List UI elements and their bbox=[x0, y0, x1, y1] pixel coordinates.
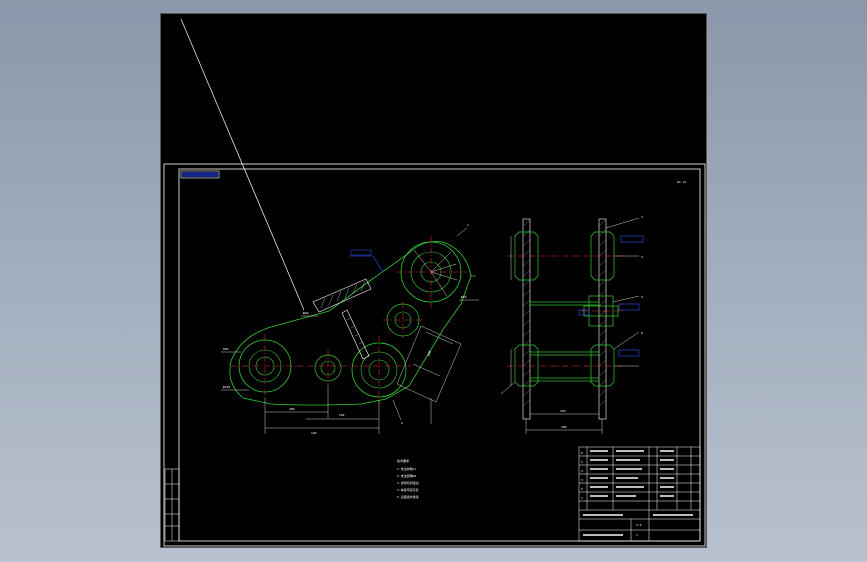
dim-text-5: 160 bbox=[339, 413, 345, 417]
callout-3: 3 bbox=[641, 215, 643, 219]
dim-text-6: φ40 bbox=[461, 295, 467, 299]
inner-frame bbox=[178, 168, 701, 542]
drawing-number-box bbox=[180, 170, 220, 179]
dim-text-4: R60 bbox=[223, 347, 229, 351]
corner-note: Ra 12 bbox=[677, 180, 686, 184]
blue-callout-front bbox=[349, 249, 384, 273]
note-5: 5.表面涂防锈漆 bbox=[397, 494, 419, 499]
row-num-2: 2 bbox=[581, 487, 583, 491]
side-view: 160 200 3 4 5 6 bbox=[500, 215, 644, 434]
row-num-3: 3 bbox=[581, 478, 583, 482]
callout-1: 1 bbox=[467, 223, 469, 227]
cad-viewport[interactable]: Ra 12 bbox=[160, 13, 707, 548]
callout-4: 4 bbox=[641, 255, 643, 259]
left-margin-table bbox=[164, 468, 180, 542]
side-dim-2: 200 bbox=[561, 425, 567, 429]
row-num-5: 5 bbox=[581, 460, 583, 464]
sheet-value: 1 bbox=[636, 533, 638, 537]
dim-text-3: φ100 bbox=[223, 385, 230, 389]
dim-text-1: 120 bbox=[311, 431, 317, 435]
note-3: 3.去除毛刺锐边 bbox=[397, 480, 419, 485]
front-view: 120 200 φ100 R60 160 φ40 φ60 φ60 2 1 bbox=[221, 223, 479, 435]
dim-text-7: φ60 bbox=[303, 311, 309, 315]
note-2: 2.未注圆角R2 bbox=[397, 473, 416, 478]
side-dim-1: 160 bbox=[560, 409, 566, 413]
row-num-4: 4 bbox=[581, 469, 583, 473]
technical-notes: 技术要求 1.未注倒角C1 2.未注圆角R2 3.去除毛刺锐边 4.焊接牢固可靠… bbox=[397, 458, 419, 499]
callout-5: 5 bbox=[641, 295, 643, 299]
notes-title: 技术要求 bbox=[397, 458, 409, 463]
row-num-6: 6 bbox=[581, 451, 583, 455]
dim-text-2: 200 bbox=[289, 407, 295, 411]
callout-2: 2 bbox=[401, 421, 403, 425]
outer-frame bbox=[163, 163, 706, 547]
note-1: 1.未注倒角C1 bbox=[397, 466, 416, 471]
scale-value: 1:5 bbox=[636, 523, 642, 527]
row-num-1: 1 bbox=[581, 496, 583, 500]
note-4: 4.焊接牢固可靠 bbox=[397, 487, 419, 492]
cursor-line bbox=[180, 18, 305, 311]
title-block bbox=[578, 446, 701, 542]
dim-text-8: φ60 bbox=[426, 350, 432, 357]
callout-6: 6 bbox=[641, 331, 643, 335]
cad-drawing: Ra 12 bbox=[163, 18, 706, 547]
